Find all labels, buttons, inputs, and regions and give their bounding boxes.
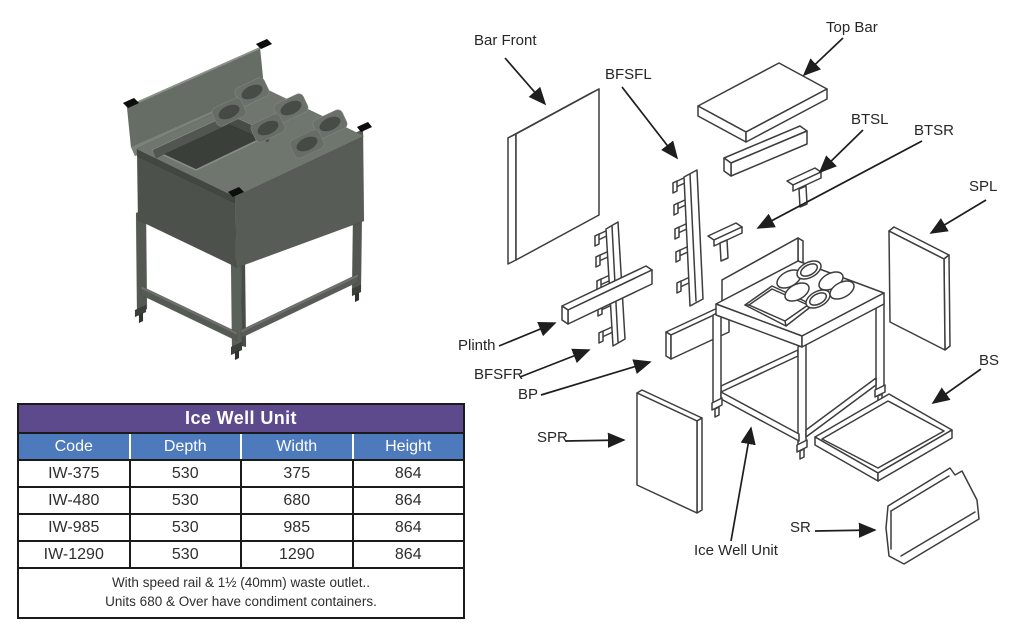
cell-code: IW-1290 xyxy=(17,540,131,569)
cell-height: 864 xyxy=(351,513,465,542)
sr-speed-rail xyxy=(885,467,980,565)
cell-height: 864 xyxy=(351,486,465,515)
ice-well-unit-drawing xyxy=(711,237,886,460)
plinth-arrow xyxy=(498,322,557,347)
label-spr: SPR xyxy=(537,429,568,446)
cell-depth: 530 xyxy=(128,513,242,542)
spr-arrow xyxy=(565,432,626,448)
product-photo-render xyxy=(122,38,373,361)
label-bfsfr: BFSFR xyxy=(474,366,524,383)
spl-side-panel xyxy=(888,226,951,351)
label-bar-front: Bar Front xyxy=(474,32,537,49)
ice-well-unit-arrow xyxy=(730,426,756,542)
cell-depth: 530 xyxy=(128,486,242,515)
label-sr: SR xyxy=(790,519,811,536)
cell-code: IW-480 xyxy=(17,486,131,515)
cell-code: IW-985 xyxy=(17,513,131,542)
table-row: IW-375 530 375 864 xyxy=(17,459,465,488)
exploded-diagram xyxy=(507,62,980,565)
bs-arrow xyxy=(931,368,982,404)
bp-arrow xyxy=(540,359,652,396)
btsl-bracket xyxy=(786,167,822,208)
bfsfl-bracket-strip xyxy=(672,169,704,307)
bfsfl-arrow xyxy=(621,86,679,160)
btsr-arrow xyxy=(756,140,923,229)
table-row: IW-1290 530 1290 864 xyxy=(17,540,465,569)
cell-height: 864 xyxy=(351,540,465,569)
label-bs: BS xyxy=(979,352,1000,369)
table-footnote: With speed rail & 1½ (40mm) waste outlet… xyxy=(17,567,465,619)
sr-arrow xyxy=(814,522,877,538)
callout-arrows xyxy=(498,37,987,542)
btsr-bracket xyxy=(707,222,743,262)
label-bp: BP xyxy=(518,386,539,403)
footnote-line-2: Units 680 & Over have condiment containe… xyxy=(105,593,377,609)
column-header-height: Height xyxy=(351,432,465,461)
bar-front-arrow xyxy=(504,57,547,106)
top-bar-rail xyxy=(723,125,808,177)
label-plinth: Plinth xyxy=(458,337,496,354)
top-bar-arrow xyxy=(802,37,844,77)
cell-width: 985 xyxy=(240,513,354,542)
condiment-pans xyxy=(211,77,348,159)
spr-side-panel xyxy=(636,389,703,514)
top-bar-panel xyxy=(697,62,828,143)
footnote-line-1: With speed rail & 1½ (40mm) waste outlet… xyxy=(111,575,371,590)
label-bfsfl: BFSFL xyxy=(605,66,652,83)
bfsfr-arrow xyxy=(519,348,591,378)
table-title-row: Ice Well Unit xyxy=(17,403,465,434)
label-spl: SPL xyxy=(969,178,998,195)
btsl-arrow xyxy=(818,129,864,174)
cell-height: 864 xyxy=(351,459,465,488)
label-ice-well-unit: Ice Well Unit xyxy=(694,542,778,559)
spec-table: Ice Well Unit Code Depth Width Height IW… xyxy=(17,403,465,619)
cell-width: 1290 xyxy=(240,540,354,569)
table-row: IW-480 530 680 864 xyxy=(17,486,465,515)
cell-depth: 530 xyxy=(128,540,242,569)
cell-depth: 530 xyxy=(128,459,242,488)
table-title: Ice Well Unit xyxy=(17,403,465,434)
column-header-code: Code xyxy=(17,432,131,461)
plinth-rail xyxy=(561,265,653,325)
label-btsr: BTSR xyxy=(914,122,955,139)
table-footnote-row: With speed rail & 1½ (40mm) waste outlet… xyxy=(17,567,465,619)
bs-bottom-shelf xyxy=(814,393,953,482)
table-row: IW-985 530 985 864 xyxy=(17,513,465,542)
cell-width: 375 xyxy=(240,459,354,488)
column-header-width: Width xyxy=(240,432,354,461)
label-top-bar: Top Bar xyxy=(826,19,878,36)
table-header-row: Code Depth Width Height xyxy=(17,432,465,461)
cell-code: IW-375 xyxy=(17,459,131,488)
label-btsl: BTSL xyxy=(851,111,889,128)
cell-width: 680 xyxy=(240,486,354,515)
bar-front-panel xyxy=(507,88,600,265)
column-header-depth: Depth xyxy=(128,432,242,461)
spl-arrow xyxy=(929,199,987,234)
